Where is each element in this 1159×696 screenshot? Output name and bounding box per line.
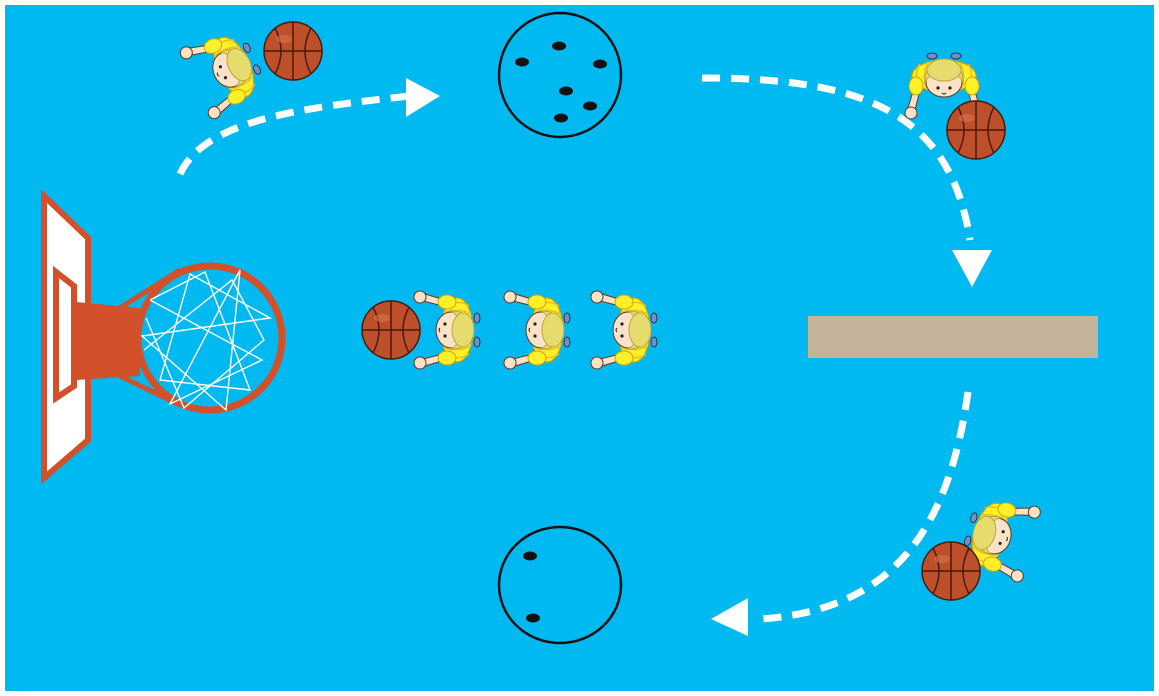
- basketball-icon: [263, 21, 323, 81]
- dashed-arrow-icon: [406, 78, 440, 117]
- bench-icon: [808, 316, 1098, 358]
- dashed-arrow-icon: [711, 598, 748, 636]
- basketball-icon: [946, 100, 1006, 160]
- dashed-arrow-path: [176, 74, 974, 623]
- five-dot-ring-icon: [497, 11, 623, 139]
- basketball-hoop-icon: [41, 188, 286, 485]
- two-dot-ring-icon: [497, 525, 623, 645]
- arrow-to-top-ring: [176, 92, 411, 176]
- arrow-to-bench: [701, 74, 974, 241]
- basketball-icon: [921, 541, 981, 601]
- dashed-arrow-icon: [952, 250, 992, 287]
- basketball-icon: [361, 300, 421, 360]
